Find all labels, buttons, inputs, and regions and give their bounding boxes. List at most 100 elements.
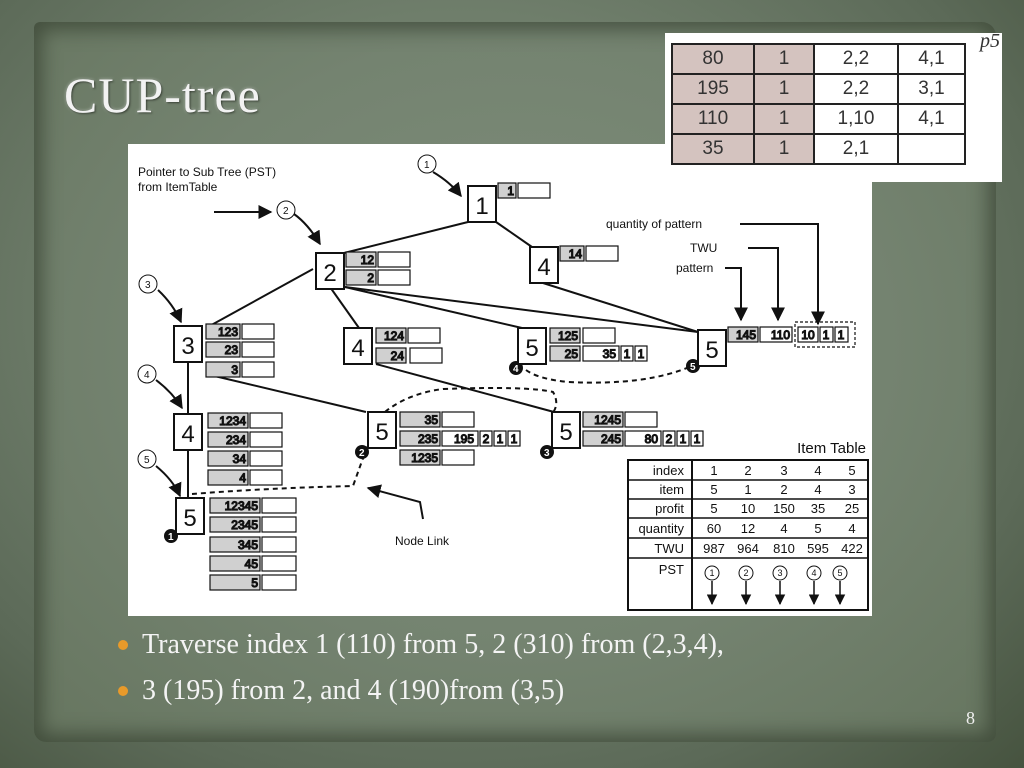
node-2: 2 — [323, 260, 336, 287]
cell-n1-0: 1 — [507, 184, 514, 198]
bullet-dot-icon — [118, 686, 128, 696]
bullet-text: Traverse index 1 (110) from 5, 2 (310) f… — [142, 629, 724, 660]
table-cell: 1 — [753, 73, 815, 105]
tree-nodes — [173, 185, 727, 535]
cell-n5d-val-1: 2 — [666, 432, 673, 446]
table-cell: 1,10 — [813, 103, 899, 135]
cell-n5c-1: 235 — [418, 432, 438, 446]
cell-n5c-val-1: 2 — [483, 432, 490, 446]
pst-circle: 4 — [811, 568, 816, 578]
item-table-cell: 4 — [780, 521, 787, 536]
cell-n4a-0: 14 — [569, 247, 583, 261]
table-cell: 80 — [671, 43, 755, 75]
cell-n5a-val-1: 1 — [624, 347, 631, 361]
item-table-cell: 5 — [710, 482, 717, 497]
item-table-cell: 3 — [848, 482, 855, 497]
node-link-badges: 1 2 3 4 5 — [164, 359, 700, 543]
p5-table: 80 1 2,2 4,1 195 1 2,2 3,1 110 1 1,10 4,… — [671, 43, 966, 165]
item-table-cell: 12 — [741, 521, 755, 536]
item-table-label-item: item — [659, 482, 684, 497]
node-5e: 5 — [183, 505, 196, 532]
item-table-cell: 5 — [710, 501, 717, 516]
cell-n5c-2: 1235 — [411, 451, 438, 465]
item-table-cell: 987 — [703, 541, 725, 556]
cup-tree-diagram: Pointer to Sub Tree (PST) from ItemTable… — [128, 144, 872, 616]
cell-n4c-1: 234 — [226, 433, 246, 447]
circled-2: 2 — [283, 206, 289, 217]
item-table-cell: 595 — [807, 541, 829, 556]
circled-1: 1 — [424, 160, 430, 171]
item-table-cell: 1 — [744, 482, 751, 497]
p5-label: p5 — [980, 30, 1000, 52]
node-5d: 5 — [559, 419, 572, 446]
item-table-title: Item Table — [797, 440, 866, 457]
table-row: 35 1 2,1 — [671, 133, 966, 165]
cell-n3-1: 23 — [225, 343, 239, 357]
item-table-cell: 810 — [773, 541, 795, 556]
cell-n4b-1: 24 — [391, 349, 405, 363]
twu-label: TWU — [690, 241, 717, 255]
bullet-text: 3 (195) from 2, and 4 (190)from (3,5) — [142, 675, 565, 706]
table-cell: 110 — [671, 103, 755, 135]
cell-n3-0: 123 — [218, 325, 238, 339]
node-link-label: Node Link — [395, 534, 450, 548]
bullet-list: Traverse index 1 (110) from 5, 2 (310) f… — [118, 622, 724, 714]
cell-n4c-3: 4 — [239, 471, 246, 485]
bullet-item: 3 (195) from 2, and 4 (190)from (3,5) — [118, 668, 724, 714]
item-table-cell: 5 — [814, 521, 821, 536]
table-cell: 195 — [671, 73, 755, 105]
table-cell: 4,1 — [897, 43, 966, 75]
cell-n2-1: 2 — [367, 271, 374, 285]
table-cell: 4,1 — [897, 103, 966, 135]
table-cell: 2,1 — [813, 133, 899, 165]
cell-n5c-0: 35 — [425, 413, 439, 427]
cell-n5c-val-3: 1 — [511, 432, 518, 446]
cell-n4c-0: 1234 — [219, 414, 246, 428]
table-cell: 1 — [753, 103, 815, 135]
tree-edges — [187, 221, 699, 498]
pst-label-2: from ItemTable — [138, 180, 218, 194]
badge-4: 4 — [513, 364, 519, 375]
cell-n5a-0: 125 — [558, 329, 578, 343]
circled-5: 5 — [144, 455, 150, 466]
node-5c: 5 — [375, 419, 388, 446]
item-table-label-quantity: quantity — [638, 521, 684, 536]
bullet-item: Traverse index 1 (110) from 5, 2 (310) f… — [118, 622, 724, 668]
cell-n5a-1: 25 — [565, 347, 579, 361]
cell-n5a-val-2: 1 — [638, 347, 645, 361]
node-3: 3 — [181, 333, 194, 360]
node-5a: 5 — [525, 335, 538, 362]
cell-n5e-1: 2345 — [231, 518, 258, 532]
cell-n5e-3: 45 — [245, 557, 259, 571]
cell-n5c-val-2: 1 — [497, 432, 504, 446]
node-4b: 4 — [351, 335, 364, 362]
quantity-label: quantity of pattern — [606, 217, 702, 231]
node-4c: 4 — [181, 421, 194, 448]
item-table-label-profit: profit — [655, 501, 684, 516]
cell-n2-0: 12 — [361, 253, 375, 267]
cell-n5d-val-0: 80 — [645, 432, 659, 446]
circled-4: 4 — [144, 370, 150, 381]
cell-n5a-val-0: 35 — [603, 347, 617, 361]
table-row: 80 1 2,2 4,1 — [671, 43, 966, 75]
page-number: 8 — [966, 708, 975, 728]
item-table-cell: 422 — [841, 541, 863, 556]
cell-n5b-1: 110 — [771, 328, 790, 342]
item-table-cell: 2 — [744, 463, 751, 478]
item-table-label-index: index — [653, 463, 685, 478]
pointer-arrows — [155, 171, 825, 520]
item-table-cell: 150 — [773, 501, 795, 516]
cell-n5d-0: 1245 — [594, 413, 621, 427]
table-cell — [897, 133, 966, 165]
item-table-cell: 5 — [848, 463, 855, 478]
node-links — [191, 364, 695, 495]
badge-5: 5 — [690, 362, 696, 373]
cell-n5e-2: 345 — [238, 538, 258, 552]
cell-n5d-val-2: 1 — [680, 432, 687, 446]
cell-n5e-0: 12345 — [225, 499, 259, 513]
bullet-dot-icon — [118, 640, 128, 650]
circled-pointers: 1 2 3 4 5 — [137, 154, 437, 469]
table-cell: 1 — [753, 43, 815, 75]
item-table-cell: 4 — [848, 521, 855, 536]
table-row: 110 1 1,10 4,1 — [671, 103, 966, 135]
